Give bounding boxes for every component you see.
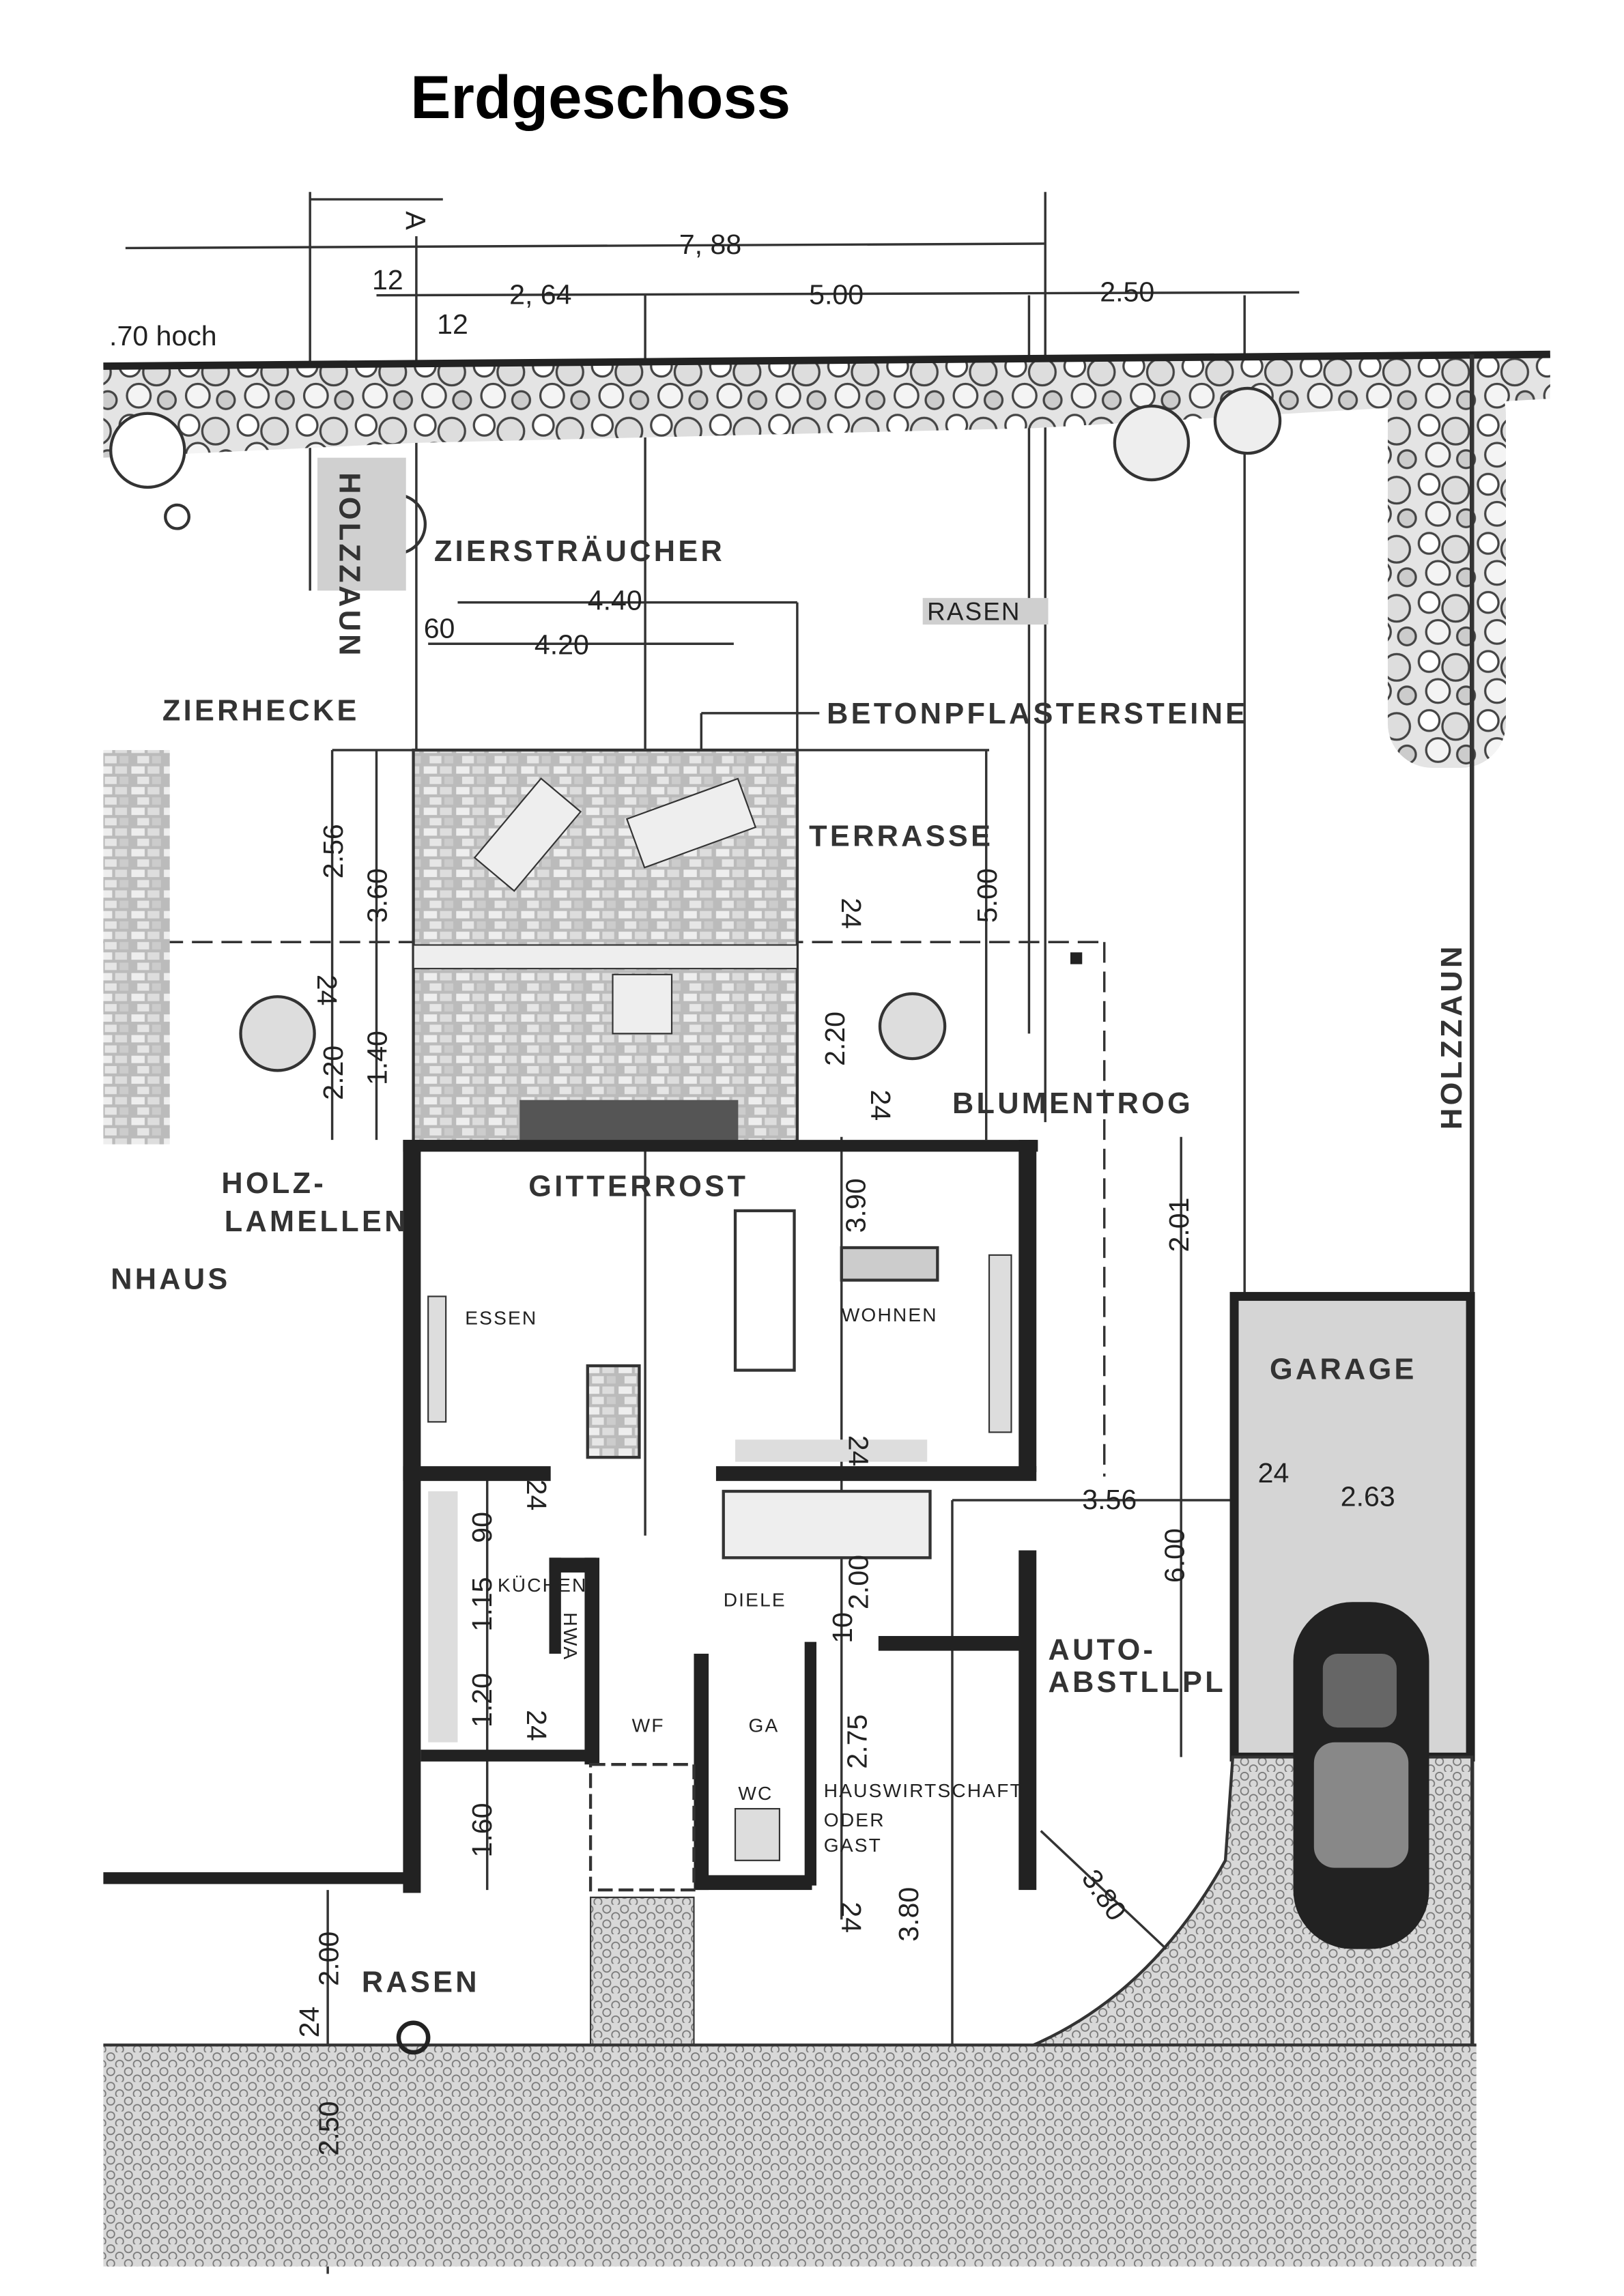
terrace-lounger bbox=[625, 777, 757, 869]
section-marker: A bbox=[400, 211, 431, 230]
label-lamellen: LAMELLEN bbox=[225, 1205, 409, 1238]
plan-labels: HOLZZAUN ZIERSTRÄUCHER RASEN ZIERHECKE B… bbox=[111, 472, 1468, 1998]
dimension-label: 24 bbox=[1258, 1457, 1290, 1489]
label-abstellplatz: ABSTLLPL bbox=[1049, 1666, 1226, 1699]
terrace-lounger bbox=[473, 777, 582, 892]
label-holzzaun-left: HOLZZAUN bbox=[332, 472, 365, 658]
label-blumentrog: BLUMENTROG bbox=[952, 1087, 1193, 1120]
label-betonpflastersteine: BETONPFLASTERSTEINE bbox=[827, 698, 1248, 730]
dimension-label: 4.20 bbox=[535, 629, 589, 660]
room-garage: GARAGE bbox=[1270, 1353, 1417, 1386]
dimension-label: 3.90 bbox=[840, 1178, 871, 1233]
terrace-table bbox=[612, 973, 673, 1035]
dimension-label: 24 bbox=[294, 2007, 325, 2038]
room-hwa: HWA bbox=[560, 1612, 581, 1661]
dimension-label: 2.50 bbox=[313, 2101, 344, 2156]
dimension-label: 2.56 bbox=[317, 824, 349, 878]
dimension-label: 24 bbox=[836, 898, 867, 929]
dimension-label: 3.56 bbox=[1082, 1484, 1137, 1515]
label-auto: AUTO- bbox=[1049, 1634, 1156, 1667]
dimension-label: 5.00 bbox=[971, 868, 1003, 923]
hedge-height-label: .70 hoch bbox=[109, 320, 217, 351]
plant-left bbox=[239, 995, 316, 1072]
dimension-label: 12 bbox=[372, 264, 403, 296]
room-wf: WF bbox=[632, 1715, 665, 1736]
diagonal-dimension-line bbox=[1040, 1830, 1167, 1950]
room-wc: WC bbox=[738, 1783, 773, 1804]
dimension-label: 3.60 bbox=[362, 868, 393, 923]
room-oder: ODER bbox=[824, 1809, 885, 1831]
dimension-label: 5.00 bbox=[809, 279, 864, 311]
room-essen: ESSEN bbox=[465, 1308, 537, 1329]
room-ga: GA bbox=[749, 1715, 780, 1736]
dimension-label: 10 bbox=[827, 1612, 858, 1644]
dimension-label: 2.75 bbox=[842, 1714, 873, 1769]
dimension-label: 90 bbox=[466, 1512, 498, 1543]
room-diele: DIELE bbox=[724, 1590, 786, 1611]
dimension-label: 2, 64 bbox=[509, 279, 571, 311]
dimension-label: 12 bbox=[437, 308, 468, 340]
label-zierhecke: ZIERHECKE bbox=[162, 695, 360, 728]
car-icon bbox=[1293, 1602, 1429, 1949]
house-walls bbox=[103, 1140, 1038, 2046]
room-gast: GAST bbox=[824, 1835, 882, 1856]
bottom-paving bbox=[103, 2045, 1477, 2267]
room-wohnen: WOHNEN bbox=[842, 1304, 938, 1325]
dimension-label: 7, 88 bbox=[679, 229, 741, 260]
dimension-label: 60 bbox=[424, 613, 455, 644]
dimension-labels: 7, 88 12 2, 64 5.00 2.50 12 .70 hoch A 4… bbox=[109, 211, 1395, 2155]
label-rasen-top: RASEN bbox=[927, 598, 1021, 626]
dimension-label: 1.40 bbox=[362, 1031, 393, 1085]
dimension-label: 2.50 bbox=[1100, 276, 1154, 307]
page-title: Erdgeschoss bbox=[410, 63, 790, 131]
neighbor-paving bbox=[103, 749, 170, 1145]
dimension-label: 2.01 bbox=[1163, 1198, 1195, 1252]
gitterrost bbox=[519, 1100, 739, 1142]
dimension-label: 24 bbox=[311, 975, 343, 1006]
label-nhaus: NHAUS bbox=[111, 1263, 230, 1296]
blumentrog-plant bbox=[878, 992, 947, 1061]
label-rasen-bottom: RASEN bbox=[362, 1966, 480, 1998]
dimension-label: 6.00 bbox=[1159, 1528, 1191, 1583]
label-holz: HOLZ- bbox=[221, 1167, 326, 1200]
dimension-label: 1.60 bbox=[466, 1803, 498, 1858]
dimension-label: 24 bbox=[865, 1090, 896, 1121]
dimension-label: 2.20 bbox=[317, 1046, 349, 1100]
label-gitterrost: GITTERROST bbox=[528, 1170, 748, 1203]
dimension-label: 2.00 bbox=[843, 1555, 874, 1609]
dimension-label: 4.40 bbox=[588, 584, 642, 616]
dimension-label: 24 bbox=[521, 1480, 552, 1511]
dimension-label: 24 bbox=[521, 1710, 552, 1741]
post-marker bbox=[396, 2020, 431, 2055]
dimension-label: 3.80 bbox=[893, 1887, 924, 1942]
dimension-label: 24 bbox=[843, 1435, 874, 1467]
dimension-label: 1.15 bbox=[466, 1577, 498, 1632]
dimension-label: 24 bbox=[836, 1902, 867, 1933]
label-terrasse: TERRASSE bbox=[809, 820, 993, 853]
label-ziersträucher: ZIERSTRÄUCHER bbox=[434, 535, 725, 568]
room-hauswirtschaft: HAUSWIRTSCHAFT bbox=[824, 1780, 1023, 1801]
label-holzzaun-right: HOLZZAUN bbox=[1436, 943, 1468, 1129]
room-kuechen: KÜCHEN bbox=[498, 1575, 588, 1596]
dimension-label: 1.20 bbox=[466, 1673, 498, 1727]
hedge-row bbox=[103, 350, 1550, 768]
dimension-label: 2.63 bbox=[1341, 1481, 1395, 1512]
dimension-label: 2.20 bbox=[819, 1011, 851, 1066]
post-marker bbox=[1070, 952, 1083, 964]
dimension-label: 2.00 bbox=[313, 1932, 344, 1986]
terrace-step bbox=[412, 944, 798, 970]
